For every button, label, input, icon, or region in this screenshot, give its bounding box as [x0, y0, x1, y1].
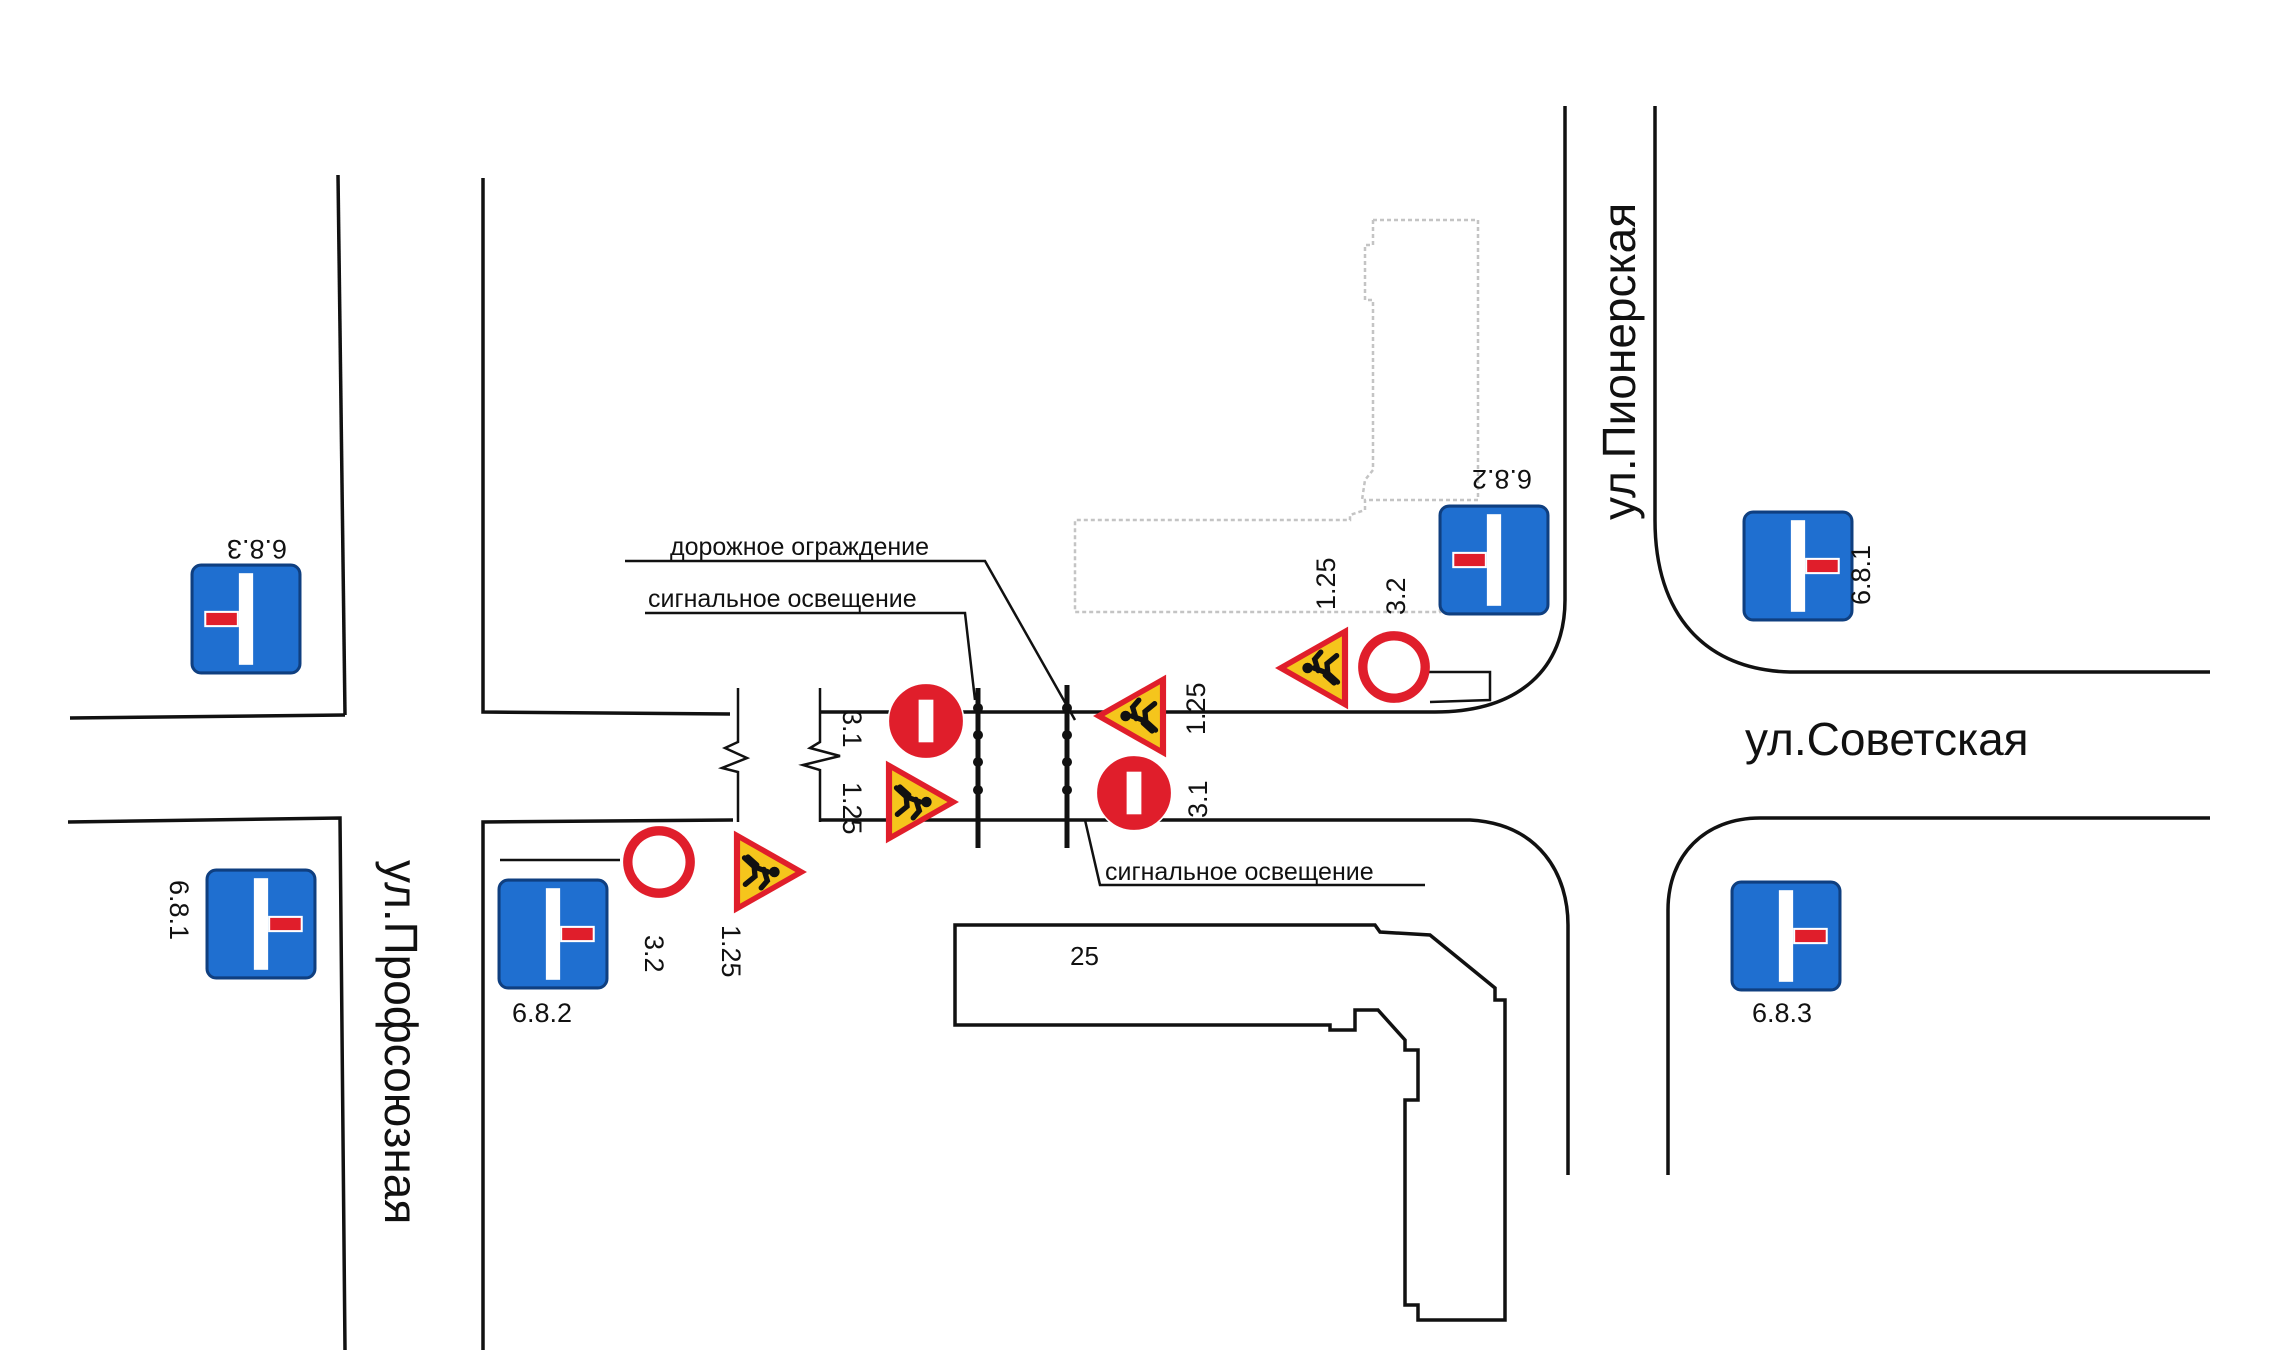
- dead-end-sign-icon: [1438, 504, 1550, 616]
- road-works-sign-icon: [886, 761, 959, 844]
- lighting-annotation-bottom: сигнальное освещение: [1105, 858, 1374, 886]
- sign-label-3-1-east: 3.1: [1183, 780, 1213, 818]
- road-edges: [67, 106, 2210, 1351]
- dead-end-sign-icon: [205, 868, 317, 980]
- sign-label-1-25-left: 1.25: [716, 925, 746, 978]
- sign-label-6-8-1-left: 6.8.1: [164, 880, 194, 940]
- road-fence: [975, 685, 1070, 848]
- dead-end-sign-icon: [497, 878, 609, 990]
- no-entry-sign-icon: [887, 682, 965, 760]
- dead-end-sign-icon: [1730, 880, 1842, 992]
- no-traffic-sign-icon: [1358, 631, 1430, 703]
- sign-label-6-8-2-right: 6.8.2: [1472, 464, 1532, 494]
- street-pionerskaya: ул.Пионерская: [1593, 203, 1645, 520]
- sign-label-1-25-right: 1.25: [1311, 557, 1341, 610]
- signal-lighting-lamps: [973, 703, 1072, 795]
- sign-label-3-1-west: 3.1: [837, 710, 867, 748]
- lighting-annotation-top: сигнальное освещение: [648, 585, 917, 613]
- road-works-sign-icon: [1093, 675, 1166, 758]
- road-works-sign-icon: [734, 831, 807, 914]
- road-works-sign-icon: [1275, 627, 1348, 710]
- street-profsoyuznaya: ул.Профсоюзная: [375, 860, 427, 1224]
- sign-label-6-8-2-left: 6.8.2: [512, 998, 572, 1028]
- building-25: [953, 923, 1507, 1322]
- dead-end-sign-icon: [190, 563, 302, 675]
- sign-label-6-8-1-right: 6.8.1: [1846, 545, 1876, 605]
- no-entry-sign-icon: [1095, 754, 1173, 832]
- sign-label-1-25-east: 1.25: [1181, 682, 1211, 735]
- fence-annotation: дорожное ограждение: [670, 533, 929, 561]
- building-number: 25: [1070, 941, 1099, 971]
- dead-end-sign-icon: [1742, 510, 1854, 622]
- adjacent-building-outline: [1073, 218, 1480, 614]
- no-traffic-sign-icon: [623, 826, 695, 898]
- sign-label-6-8-3-top-left: 6.8.3: [227, 534, 287, 564]
- sign-label-3-2-left: 3.2: [639, 935, 669, 973]
- street-sovetskaya: ул.Советская: [1745, 713, 2029, 765]
- sign-label-1-25-west: 1.25: [837, 782, 867, 835]
- sign-label-6-8-3-right: 6.8.3: [1752, 998, 1812, 1028]
- annotation-leaders: [500, 559, 1492, 887]
- sign-label-3-2-right: 3.2: [1381, 577, 1411, 615]
